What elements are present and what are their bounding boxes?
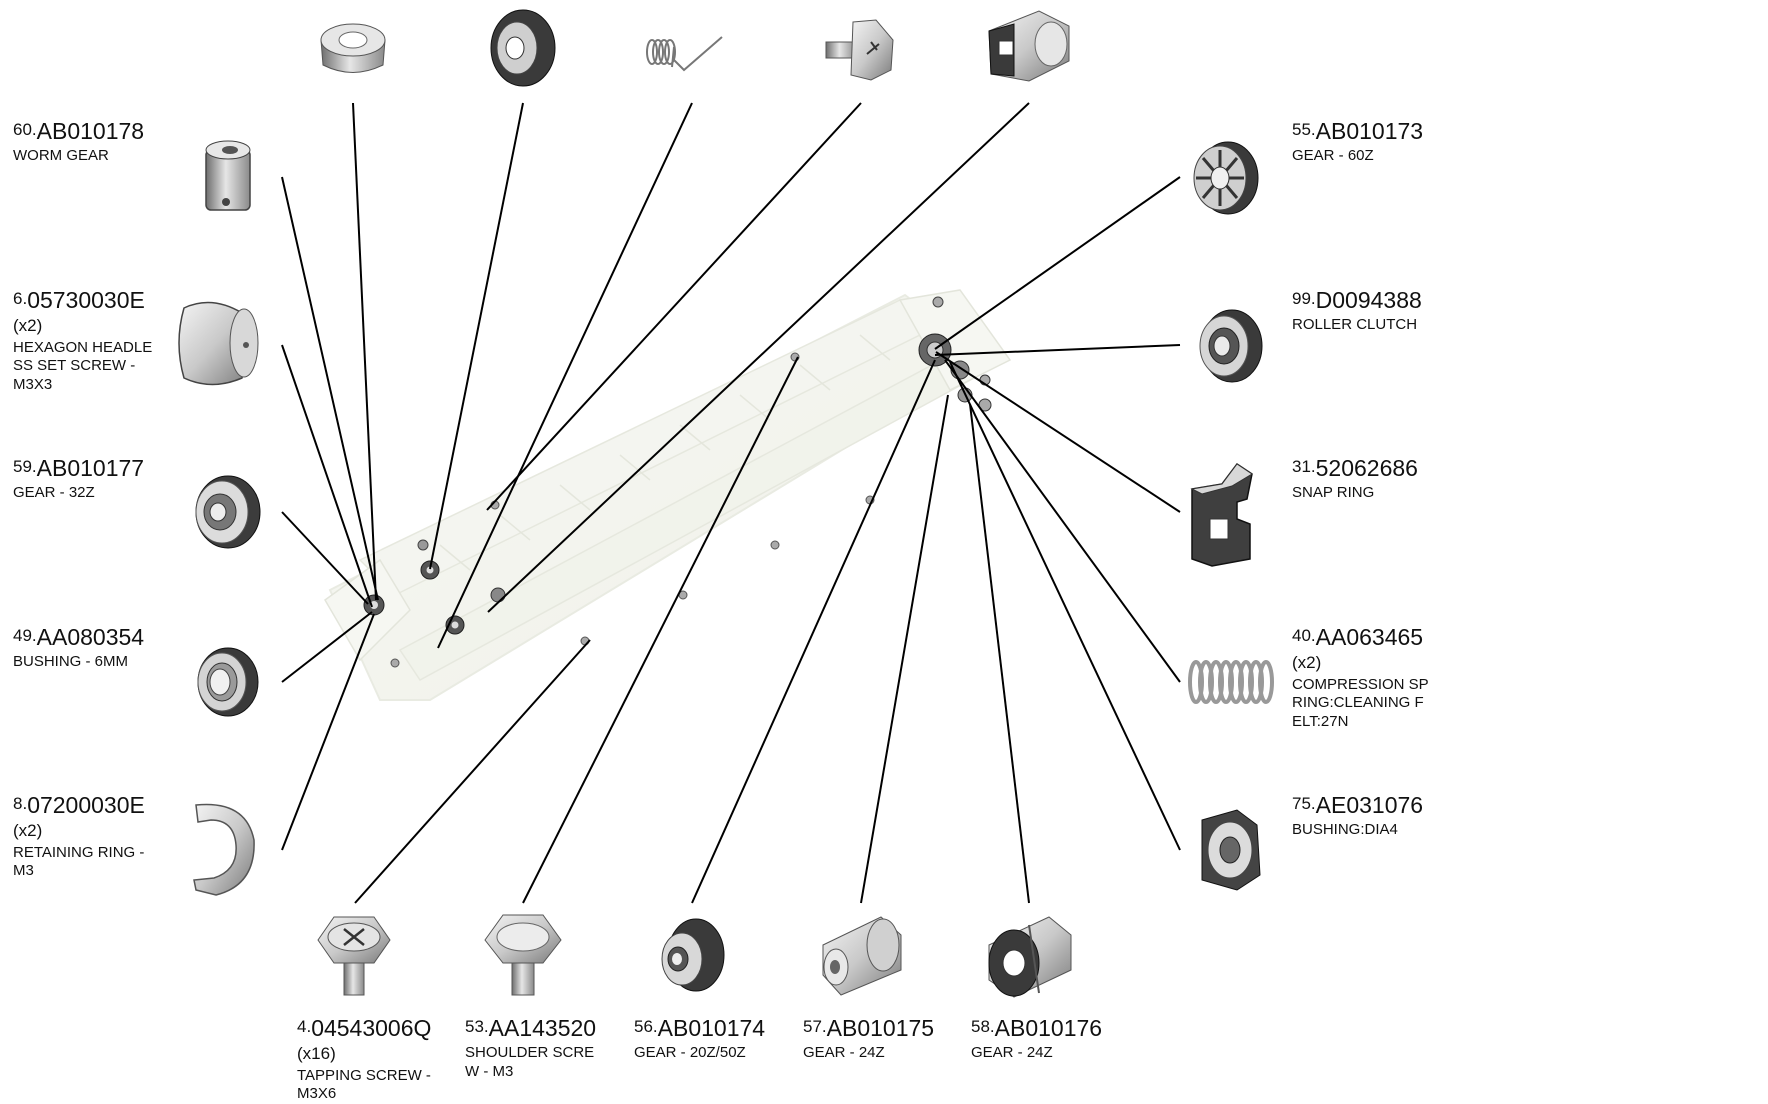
part-number: 6. [13, 289, 28, 308]
part-quantity: (x16) [297, 1044, 336, 1064]
part-description: BUSHING - 6MM [13, 653, 129, 671]
part-number: 49. [13, 626, 37, 645]
part-number: 59. [13, 457, 37, 476]
part-label-8: 8.07200030E (x2) RETAINING RING - M3 [13, 792, 173, 881]
shoulder-screw-icon [484, 914, 562, 996]
part-number: 40. [1292, 626, 1316, 645]
snap-ring-icon [1190, 462, 1253, 567]
part-code: 05730030E [27, 287, 145, 313]
part-number: 56. [634, 1017, 658, 1036]
part-code: 07200030E [27, 792, 145, 818]
part-code: D0094388 [1315, 287, 1422, 313]
part-number: 99. [1292, 289, 1316, 308]
part-code: AB010178 [36, 118, 145, 144]
part-number: 57. [803, 1017, 827, 1036]
top-bushing-icon [320, 23, 386, 73]
part-label-75: 75.AE031076 BUSHING:DIA4 [1292, 792, 1452, 840]
part-code: AB010176 [994, 1015, 1103, 1041]
part-label-55: 55.AB010173 GEAR - 60Z [1292, 118, 1452, 166]
part-label-49: 49.AA080354 BUSHING - 6MM [13, 624, 173, 672]
part-description: ROLLER CLUTCH [1292, 316, 1418, 334]
part-quantity: (x2) [13, 821, 43, 841]
part-label-56: 56.AB010174 GEAR - 20Z/50Z [634, 1015, 794, 1063]
coupling-icon [988, 10, 1070, 82]
part-description: GEAR - 60Z [1292, 147, 1374, 165]
worm-gear-icon [205, 140, 251, 211]
part-number: 4. [297, 1017, 312, 1036]
part-number: 58. [971, 1017, 995, 1036]
part-label-6: 6.05730030E (x2) HEXAGON HEADLE SS SET S… [13, 287, 173, 394]
part-label-31: 31.52062686 SNAP RING [1292, 455, 1452, 503]
part-description: COMPRESSION SP RING:CLEANING F ELT:27N [1292, 675, 1429, 730]
part-code: AE031076 [1315, 792, 1424, 818]
part-label-59: 59.AB010177 GEAR - 32Z [13, 455, 173, 503]
part-code: AA080354 [36, 624, 145, 650]
gear-20z-50z-icon [661, 918, 725, 992]
retaining-ring-icon [193, 803, 255, 896]
top-gear-icon [490, 9, 556, 87]
part-code: 04543006Q [311, 1015, 432, 1041]
gear-32z-icon [195, 475, 261, 549]
part-description: TAPPING SCREW - M3X6 [297, 1066, 431, 1103]
part-description: RETAINING RING - M3 [13, 843, 145, 880]
part-description: SNAP RING [1292, 484, 1375, 502]
part-number: 60. [13, 120, 37, 139]
part-description: BUSHING:DIA4 [1292, 821, 1398, 839]
part-label-58: 58.AB010176 GEAR - 24Z [971, 1015, 1131, 1063]
gear-60z-icon [1193, 141, 1259, 215]
part-description: GEAR - 24Z [971, 1044, 1053, 1062]
part-code: AA143520 [488, 1015, 597, 1041]
gear-24z-b-icon [988, 916, 1072, 998]
part-description: GEAR - 24Z [803, 1044, 885, 1062]
part-number: 8. [13, 794, 28, 813]
part-code: AB010173 [1315, 118, 1424, 144]
leader-lines [281, 102, 1181, 904]
torsion-spring-icon [646, 36, 723, 72]
part-description: HEXAGON HEADLE SS SET SCREW - M3X3 [13, 338, 153, 393]
part-description: GEAR - 32Z [13, 484, 95, 502]
set-screw-icon [178, 301, 259, 386]
compression-spring-icon [1188, 660, 1274, 704]
bushing-6mm-icon [197, 647, 259, 717]
part-label-99: 99.D0094388 ROLLER CLUTCH [1292, 287, 1452, 335]
gear-24z-a-icon [822, 916, 902, 996]
part-description: WORM GEAR [13, 147, 109, 165]
part-code: AB010174 [657, 1015, 766, 1041]
part-description: SHOULDER SCRE W - M3 [465, 1044, 595, 1080]
part-code: 52062686 [1315, 455, 1418, 481]
tapping-screw-icon [317, 916, 391, 996]
part-code: AB010175 [826, 1015, 935, 1041]
part-number: 53. [465, 1017, 489, 1036]
part-number: 75. [1292, 794, 1316, 813]
part-label-53: 53.AA143520 SHOULDER SCRE W - M3 [465, 1015, 625, 1081]
part-number: 31. [1292, 457, 1316, 476]
top-screw-icon [825, 19, 894, 81]
part-number: 55. [1292, 120, 1316, 139]
part-label-60: 60.AB010178 WORM GEAR [13, 118, 173, 166]
roller-clutch-icon [1199, 309, 1263, 383]
part-description: GEAR - 20Z/50Z [634, 1044, 746, 1062]
part-quantity: (x2) [13, 316, 43, 336]
part-code: AB010177 [36, 455, 145, 481]
part-label-40: 40.AA063465 (x2) COMPRESSION SP RING:CLE… [1292, 624, 1452, 731]
part-label-4: 4.04543006Q (x16) TAPPING SCREW - M3X6 [297, 1015, 457, 1104]
bushing-dia4-icon [1201, 809, 1261, 891]
part-quantity: (x2) [1292, 653, 1322, 673]
part-code: AA063465 [1315, 624, 1424, 650]
part-label-57: 57.AB010175 GEAR - 24Z [803, 1015, 963, 1063]
